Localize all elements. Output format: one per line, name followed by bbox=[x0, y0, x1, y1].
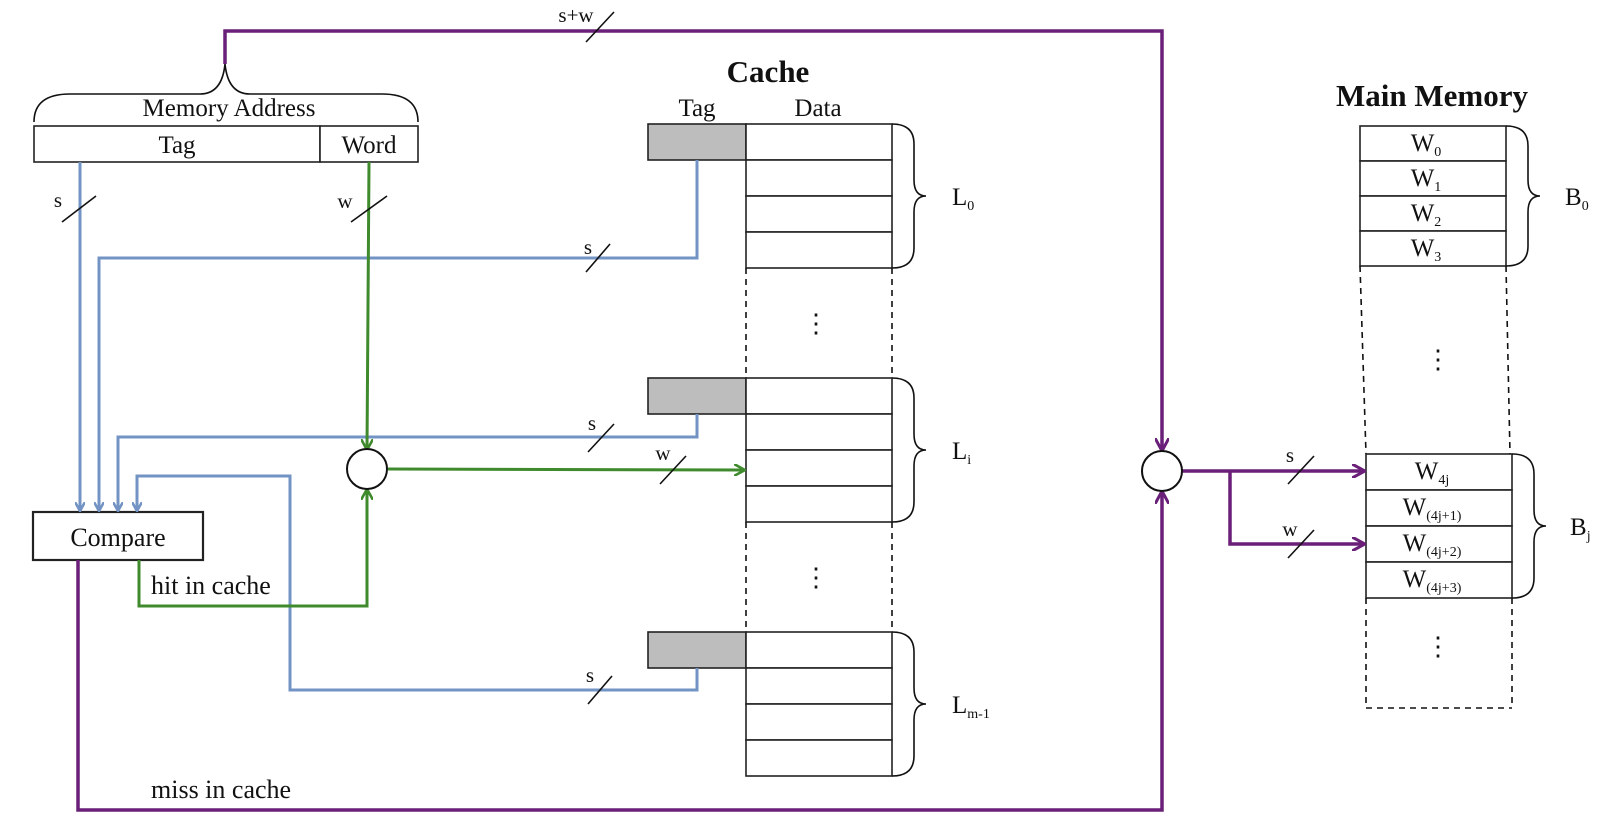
memory-word-label: W(4j+3) bbox=[1403, 566, 1462, 596]
hit-path bbox=[137, 490, 367, 608]
tag-path-li bbox=[118, 414, 699, 510]
cache-data-cell bbox=[745, 631, 893, 669]
cache-data-cell bbox=[745, 195, 893, 233]
cache-line-label: Lm-1 bbox=[952, 692, 990, 722]
compare-unit: Compare bbox=[31, 510, 205, 562]
memory-block-brace bbox=[1511, 453, 1547, 599]
memory-word-label: W(4j+1) bbox=[1403, 494, 1462, 524]
miss-paths bbox=[76, 29, 1364, 812]
cache-tag-cell bbox=[647, 377, 747, 415]
memory-word-cell bbox=[1365, 561, 1513, 599]
cache-data-cell bbox=[745, 449, 893, 487]
bus-label-s: s bbox=[54, 188, 62, 212]
address-tag-label: Tag bbox=[158, 132, 196, 159]
hit-label: hit in cache bbox=[151, 571, 271, 600]
address-word-path bbox=[367, 161, 369, 449]
memory-word-label: W0 bbox=[1411, 130, 1442, 160]
cache-tag-cell bbox=[647, 631, 747, 669]
memory-word-label: W2 bbox=[1411, 200, 1442, 230]
bus-label-sw: s+w bbox=[558, 3, 594, 27]
memory-word-cell bbox=[1359, 125, 1507, 162]
cache-line-lm1: Lm-1 bbox=[647, 631, 990, 777]
cache-data-cell bbox=[745, 739, 893, 777]
tag-path-l0 bbox=[99, 160, 699, 510]
memory-word-label: W(4j+2) bbox=[1403, 530, 1462, 560]
main-memory: Main Memory W0 W1 W2 W3 B0 ⋮ W4j W(4j+1)… bbox=[1336, 78, 1591, 709]
compare-label: Compare bbox=[70, 523, 165, 552]
memory-block-label: Bj bbox=[1570, 514, 1591, 544]
cache-line-brace bbox=[891, 631, 927, 777]
compare-box bbox=[31, 510, 205, 562]
memory-word-cell bbox=[1365, 489, 1513, 527]
miss-path bbox=[76, 492, 1162, 812]
memory-block-b0: W0 W1 W2 W3 B0 bbox=[1359, 125, 1589, 267]
memory-word-label: W4j bbox=[1415, 458, 1450, 488]
select-to-cache-path bbox=[387, 469, 744, 470]
cache-data-cell bbox=[745, 231, 893, 269]
memory-word-label: W1 bbox=[1411, 165, 1442, 195]
cache-data-cell bbox=[745, 377, 893, 415]
cache-line-l0: L0 bbox=[647, 123, 974, 269]
cache-ellipsis: ⋮ bbox=[803, 563, 829, 592]
cache-line-brace bbox=[891, 123, 927, 269]
cache-ellipsis: ⋮ bbox=[803, 309, 829, 338]
cache-line-li: Li bbox=[647, 377, 971, 523]
memory-word-label: W3 bbox=[1411, 235, 1442, 265]
address-word-label: Word bbox=[342, 132, 397, 159]
memory-address: Memory Address Tag Word bbox=[33, 63, 419, 163]
cache-line-label: L0 bbox=[952, 184, 974, 214]
memory-block-brace bbox=[1505, 125, 1541, 267]
memory-word-cell bbox=[1359, 230, 1507, 267]
cache-tag-header: Tag bbox=[678, 95, 716, 122]
memory-ellipsis: ⋮ bbox=[1425, 632, 1451, 661]
bus-label-w: w bbox=[655, 441, 671, 465]
memory-word-cell bbox=[1359, 195, 1507, 232]
cache-line-brace bbox=[891, 377, 927, 523]
bus-label-w: w bbox=[337, 189, 353, 213]
bus-label-w: w bbox=[1282, 517, 1298, 541]
memory-address-title: Memory Address bbox=[143, 95, 316, 122]
memory-ellipsis: ⋮ bbox=[1425, 345, 1451, 374]
memory-word-cell bbox=[1359, 160, 1507, 197]
tag-paths bbox=[80, 160, 699, 692]
cache-data-cell bbox=[745, 703, 893, 741]
tag-path-lm1 bbox=[137, 474, 699, 692]
cache-data-cell bbox=[745, 413, 893, 451]
cache-data-cell bbox=[745, 667, 893, 705]
cache-data-header: Data bbox=[794, 95, 841, 122]
cache-tag-cell bbox=[647, 123, 747, 161]
cache-data-cell bbox=[745, 159, 893, 197]
bus-label-s: s bbox=[588, 411, 596, 435]
select-node bbox=[346, 448, 388, 490]
cache-data-cell bbox=[745, 123, 893, 161]
cache-data-cell bbox=[745, 485, 893, 523]
memory-w-path bbox=[1228, 471, 1364, 544]
address-to-memory-path bbox=[223, 29, 1162, 450]
memory-block-label: B0 bbox=[1565, 184, 1589, 214]
bus-label-s: s bbox=[1286, 443, 1294, 467]
cache-title: Cache bbox=[727, 54, 810, 89]
bus-label-s: s bbox=[584, 235, 592, 259]
bus-markers: s+w s w s s w s s w bbox=[54, 3, 1315, 705]
miss-label: miss in cache bbox=[151, 775, 291, 804]
cache: Cache Tag Data L0 Li bbox=[647, 54, 990, 777]
memory-select-node bbox=[1141, 450, 1183, 492]
cache-line-label: Li bbox=[952, 438, 971, 468]
memory-word-cell bbox=[1365, 453, 1513, 491]
memory-block-bj: W4j W(4j+1) W(4j+2) W(4j+3) Bj bbox=[1365, 453, 1591, 599]
bus-label-s: s bbox=[586, 663, 594, 687]
main-memory-title: Main Memory bbox=[1336, 78, 1528, 113]
address-word-field bbox=[319, 125, 419, 163]
memory-word-cell bbox=[1365, 525, 1513, 563]
